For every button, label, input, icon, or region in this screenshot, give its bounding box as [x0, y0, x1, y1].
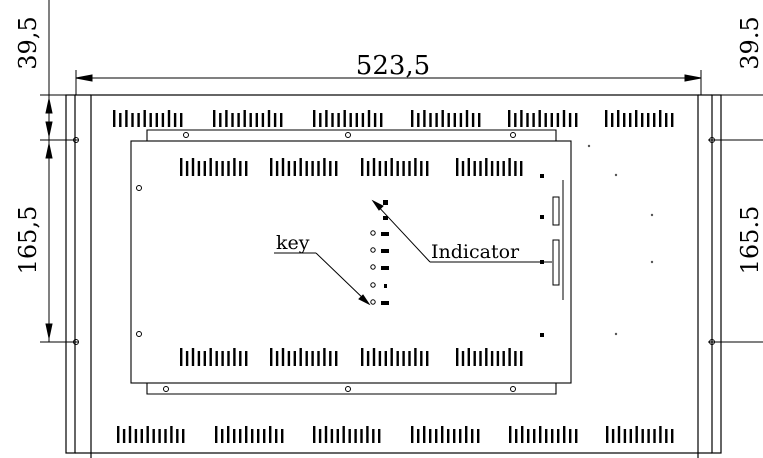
ventilation-slots [113, 110, 674, 443]
top-width-dimension: 523,5 [356, 51, 430, 81]
bracket-holes [73, 137, 715, 345]
key-leader [274, 252, 371, 306]
vent-group-plate-lower-3 [361, 348, 429, 366]
vent-group-plate-upper-1 [180, 158, 248, 176]
vent-group-plate-upper-4 [456, 158, 523, 176]
vent-group-plate-lower-2 [270, 348, 338, 366]
left-dimension-lines [40, 0, 78, 343]
mounting-plate [130, 129, 572, 395]
vent-group-plate-upper-2 [270, 158, 338, 176]
vent-group-bottom-5 [509, 426, 578, 443]
vent-group-top-2 [213, 110, 283, 127]
connector-ports [540, 174, 544, 337]
right-height-dimension: 165.5 [736, 206, 763, 275]
vent-group-bottom-1 [117, 426, 185, 443]
vent-group-top-5 [508, 110, 578, 127]
vent-group-bottom-3 [313, 426, 381, 443]
vent-group-plate-lower-4 [456, 348, 523, 366]
vent-group-top-3 [313, 110, 383, 127]
right-top-dimension: 39.5 [736, 16, 763, 69]
vent-group-top-4 [411, 110, 481, 127]
vent-group-top-6 [605, 110, 674, 127]
button-column [370, 200, 389, 305]
vent-group-bottom-2 [215, 426, 284, 443]
connector-block [552, 180, 564, 300]
indicator-leader [371, 199, 552, 263]
plate-screws [136, 132, 516, 392]
indicator-label: Indicator [431, 241, 520, 263]
body-dots [587, 144, 654, 336]
vent-group-top-1 [113, 110, 183, 127]
left-bracket [65, 94, 76, 454]
vent-group-plate-upper-3 [361, 158, 429, 176]
vent-group-bottom-6 [606, 426, 674, 443]
vent-group-bottom-4 [411, 426, 480, 443]
vent-group-plate-lower-1 [180, 348, 248, 366]
right-bracket [711, 94, 722, 454]
left-height-dimension: 165,5 [14, 206, 42, 275]
top-dimension-line [75, 70, 702, 95]
panel-body [65, 94, 722, 458]
left-top-dimension: 39,5 [14, 16, 42, 69]
key-label: key [276, 232, 310, 254]
